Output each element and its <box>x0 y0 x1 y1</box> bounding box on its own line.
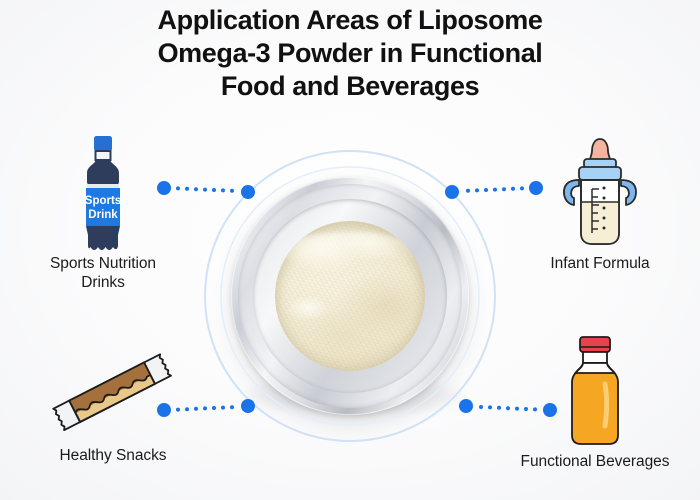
jar-glass-outer-rim <box>231 177 469 415</box>
title-line-1: Application Areas of Liposome <box>157 5 543 35</box>
sports-drink-bottle-icon: Sports Drink <box>85 136 121 250</box>
granola-bar-icon <box>52 353 172 432</box>
jar-description: Open glass jar filled with cream-colored… <box>231 177 232 178</box>
item-label-sports-nutrition-drinks: Sports Nutrition Drinks <box>8 254 198 292</box>
bottle-measurement-scale <box>591 188 599 233</box>
bottle-label-line1: Sports <box>85 195 121 207</box>
application-item-infant-formula[interactable]: Infant Formula <box>505 134 695 273</box>
title-line-2: Omega-3 Powder in Functional <box>157 38 543 68</box>
baby-bottle-icon <box>563 138 637 245</box>
application-item-healthy-snacks[interactable]: Healthy Snacks <box>18 342 208 465</box>
application-item-functional-beverages[interactable]: Functional Beverages <box>500 334 690 471</box>
juice-bottle-icon-slot <box>500 334 690 452</box>
omega3-powder-surface <box>275 221 425 371</box>
baby-bottle-icon-slot <box>505 134 695 254</box>
item-label-line-1: Sports Nutrition <box>49 255 157 272</box>
jar-glass-mid-rim <box>238 184 462 408</box>
item-label-line-1: Healthy Snacks <box>59 447 167 464</box>
juice-bottle-icon <box>571 336 619 445</box>
powder-jar: Open glass jar filled with cream-colored… <box>231 177 469 417</box>
sports-drink-icon-slot: Sports Drink <box>8 134 198 254</box>
item-label-functional-beverages: Functional Beverages <box>500 452 690 471</box>
granola-bar-icon-slot <box>18 342 208 446</box>
title-line-3: Food and Beverages <box>220 71 480 101</box>
bottle-label-line2: Drink <box>88 209 118 221</box>
item-label-line-2: Drinks <box>81 274 125 291</box>
bottle-scale-dots <box>602 186 606 230</box>
powder-top-ridge <box>275 233 425 284</box>
application-item-sports-nutrition-drinks[interactable]: Sports Drink Sports Nutrition Drinks <box>8 134 198 292</box>
jar-glass-inner-rim <box>253 199 447 393</box>
item-label-healthy-snacks: Healthy Snacks <box>18 446 208 465</box>
item-label-infant-formula: Infant Formula <box>505 254 695 273</box>
item-label-line-1: Functional Beverages <box>520 453 670 470</box>
page-title: Application Areas of Liposome Omega-3 Po… <box>0 4 700 103</box>
item-label-line-1: Infant Formula <box>550 255 650 272</box>
